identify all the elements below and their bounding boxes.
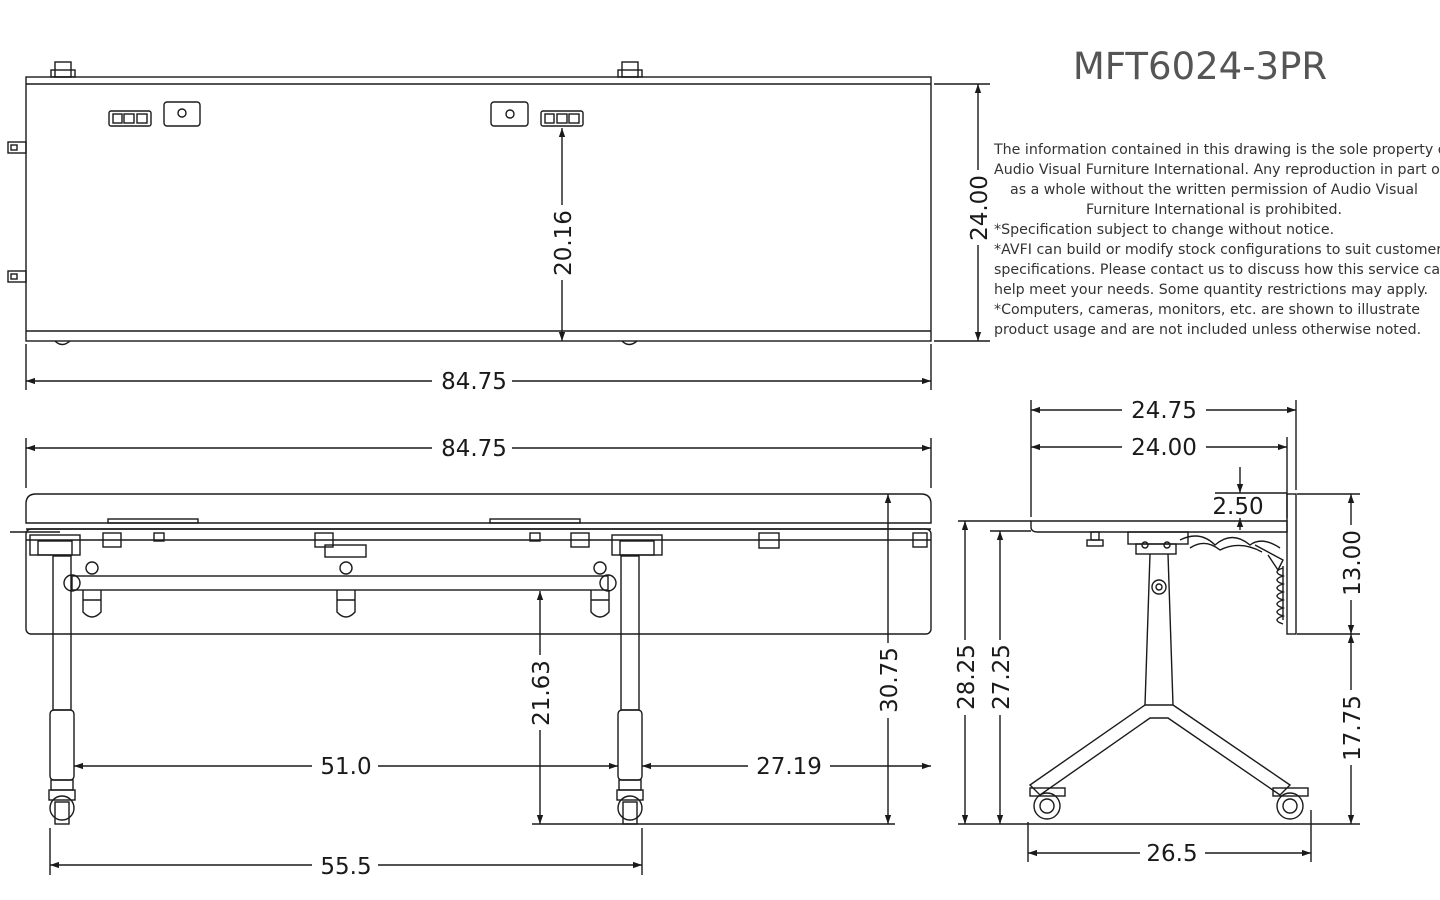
top-view: 20.16 24.00 84.75 — [7, 61, 993, 395]
dim-front-height: 30.75 — [877, 494, 903, 824]
leg-left — [48, 555, 76, 825]
y-base — [1028, 704, 1309, 820]
dim-top-width: 84.75 — [25, 344, 932, 395]
dim-text: 17.75 — [1340, 695, 1366, 761]
power-module-right — [540, 110, 584, 127]
dim-text: 55.5 — [320, 854, 371, 880]
leg-right — [616, 555, 644, 825]
dim-text: 24.00 — [967, 175, 993, 241]
dim-text: 2.50 — [1212, 494, 1263, 520]
dim-top-depth-side: 24.00 — [1031, 435, 1288, 518]
notice-line: product usage and are not included unles… — [994, 322, 1422, 338]
clamp-right — [617, 61, 643, 78]
clamp-left — [50, 61, 76, 78]
dim-text: 21.63 — [529, 660, 555, 726]
dim-front-width: 84.75 — [25, 436, 932, 488]
side-view: 24.75 24.00 2.50 — [954, 398, 1366, 867]
notice-line: *Specification subject to change without… — [994, 222, 1335, 238]
dim-text: 28.25 — [954, 644, 980, 710]
dim-modesty-height: 21.63 — [529, 591, 555, 824]
notice-line: Audio Visual Furniture International. An… — [994, 162, 1440, 178]
stretcher-bar — [71, 575, 609, 591]
dim-text: 24.75 — [1131, 398, 1197, 424]
dim-text: 24.00 — [1131, 435, 1197, 461]
dim-base-width: 55.5 — [49, 828, 643, 880]
notice-line: *Computers, cameras, monitors, etc. are … — [994, 302, 1421, 318]
dim-overall-depth: 24.75 — [1030, 398, 1297, 517]
side-bracket-lower — [7, 270, 27, 283]
legal-notice: The information contained in this drawin… — [994, 140, 1440, 340]
grommet-right — [490, 101, 529, 127]
dim-panel-height: 13.00 — [1297, 493, 1366, 635]
tabletop-front — [25, 493, 932, 524]
dim-gap: 2.50 — [1212, 467, 1287, 530]
dim-floor-clearance: 17.75 — [1340, 634, 1366, 824]
dim-top-height-b: 27.25 — [989, 531, 1015, 824]
side-bracket-upper — [7, 141, 27, 154]
dim-text: 51.0 — [320, 754, 371, 780]
dim-text: 13.00 — [1340, 530, 1366, 596]
dim-grommet-offset: 20.16 — [551, 128, 577, 341]
tabletop-side — [1030, 520, 1288, 533]
modesty-panel — [25, 528, 932, 635]
notice-line: Furniture International is prohibited. — [1085, 202, 1342, 218]
dim-leg-span: 51.0 — [74, 754, 618, 780]
dim-text: 84.75 — [441, 369, 507, 395]
dim-text: 30.75 — [877, 647, 903, 713]
power-module-left — [108, 110, 152, 127]
column — [1144, 553, 1174, 706]
grommet-left — [163, 101, 201, 127]
dim-text: 26.5 — [1146, 841, 1197, 867]
dim-text: 27.19 — [756, 754, 822, 780]
modesty-panel-side — [1286, 493, 1297, 635]
model-title: MFT6024-3PR — [1072, 45, 1328, 88]
notice-line: *AVFI can build or modify stock configur… — [994, 242, 1440, 258]
dim-top-depth: 24.00 — [934, 83, 993, 342]
tabletop-outline — [25, 76, 932, 342]
dim-text: 84.75 — [441, 436, 507, 462]
dim-base-depth: 26.5 — [1027, 810, 1312, 867]
notice-line: specifications. Please contact us to dis… — [994, 262, 1440, 278]
notice-line: as a whole without the written permissio… — [1010, 182, 1418, 198]
dim-text: 20.16 — [551, 210, 577, 276]
front-view: 84.75 — [10, 436, 932, 880]
dim-text: 27.25 — [989, 644, 1015, 710]
coiled-cable — [1276, 566, 1286, 625]
dim-overhang: 27.19 — [642, 754, 931, 780]
dim-top-height-a: 28.25 — [954, 521, 980, 824]
notice-line: help meet your needs. Some quantity rest… — [994, 282, 1429, 298]
notice-line: The information contained in this drawin… — [994, 142, 1440, 158]
